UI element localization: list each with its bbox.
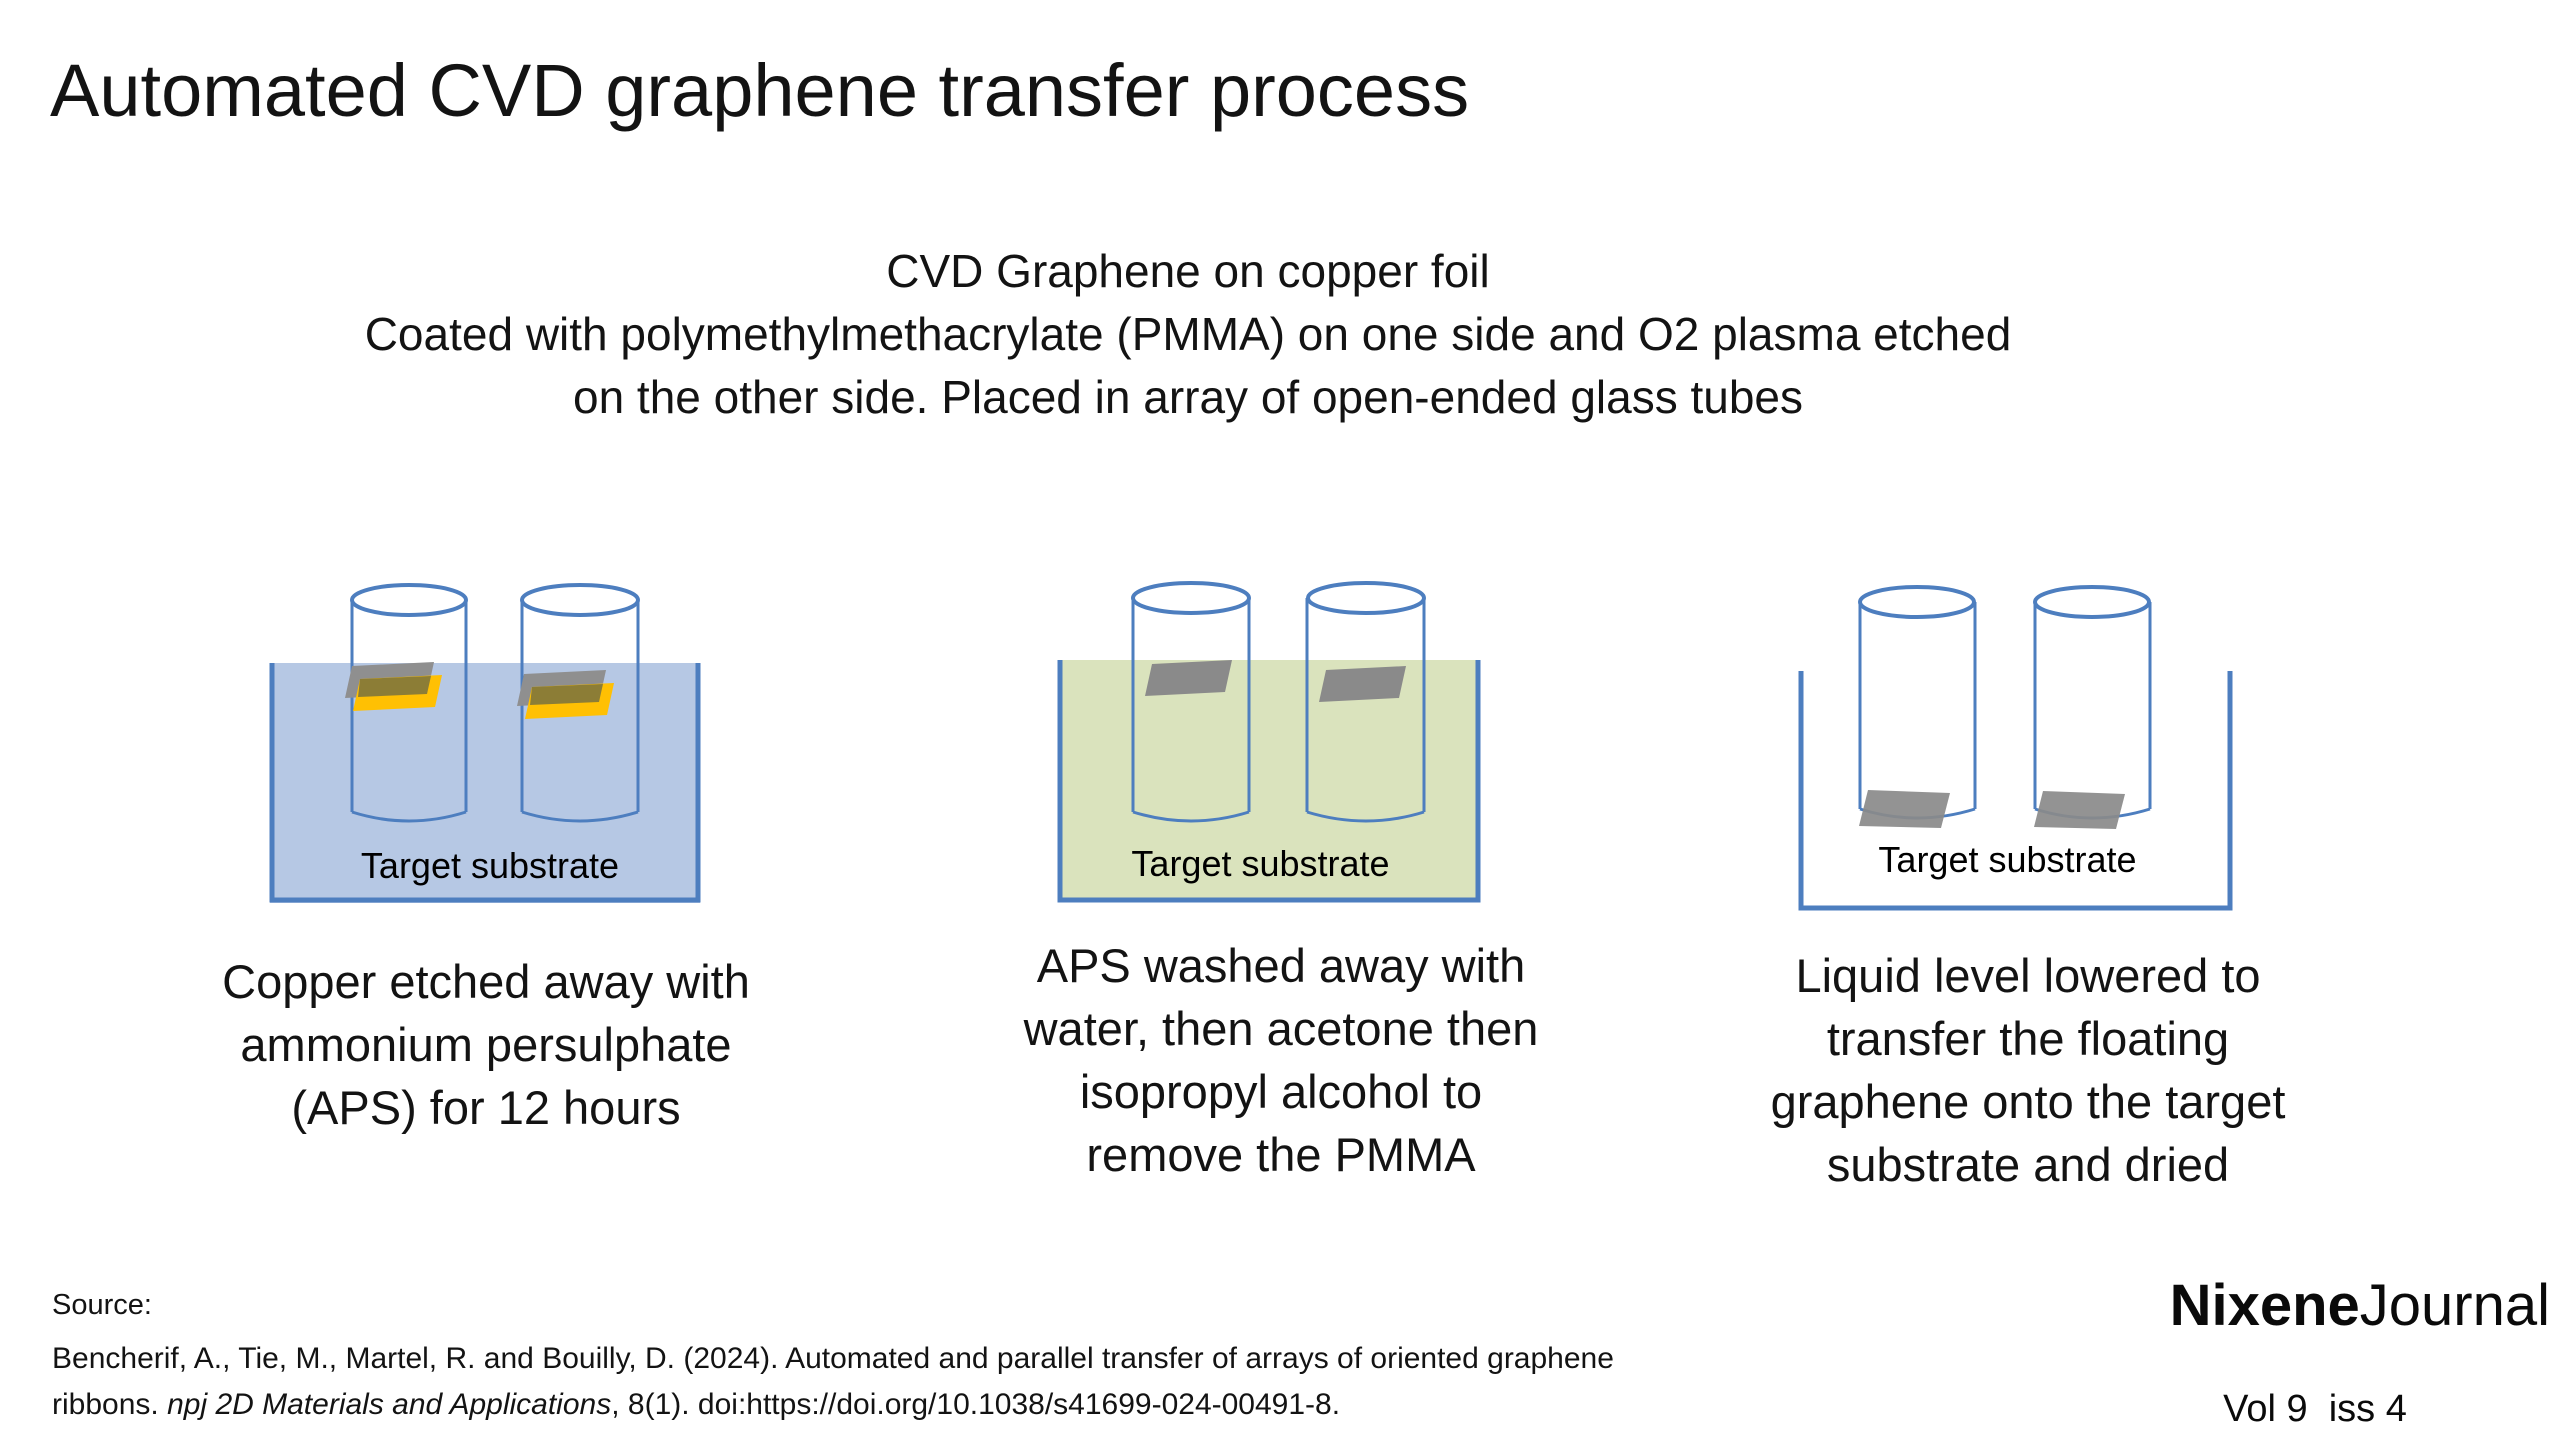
brand-issue: Vol 9 iss 4 xyxy=(2223,1388,2407,1430)
tube-bottom xyxy=(1132,810,1250,823)
glass-tube-1-left xyxy=(350,583,468,823)
citation-journal-name: npj 2D Materials and Applications xyxy=(167,1388,612,1421)
glass-tube-3-right xyxy=(2033,585,2152,820)
tube-mouth xyxy=(350,583,468,617)
tank-2-liquid xyxy=(1058,660,1478,902)
sample-overlap-layer xyxy=(358,676,431,697)
caption-etching-line-1: Copper etched away with xyxy=(222,955,750,1008)
caption-transfer-line-4: substrate and dried xyxy=(1826,1138,2230,1191)
brand-name-regular: Journal xyxy=(2359,1273,2550,1338)
caption-transfer: Liquid level lowered to transfer the flo… xyxy=(1678,944,2378,1196)
glass-tube-2-left xyxy=(1131,581,1251,823)
caption-washing: APS washed away with water, then acetone… xyxy=(931,934,1631,1186)
glass-tube-3-left xyxy=(1858,585,1977,820)
caption-washing-line-3: isopropyl alcohol to xyxy=(1079,1065,1483,1118)
target-substrate-3: Target substrate xyxy=(1810,828,2205,892)
tube-mouth xyxy=(1858,585,1976,619)
panel-1-diagram xyxy=(269,583,701,903)
graphene-sheet-left xyxy=(1145,660,1232,696)
caption-transfer-line-1: Liquid level lowered to xyxy=(1795,949,2261,1002)
tube-mouth xyxy=(1131,581,1251,615)
intro-line-1: CVD Graphene on copper foil xyxy=(886,245,1490,297)
glass-tube-1-right xyxy=(520,583,640,823)
tube-mouth xyxy=(1306,581,1426,615)
source-label: Source: xyxy=(52,1289,152,1321)
page-title: Automated CVD graphene transfer process xyxy=(50,49,1470,132)
sample-copper-pmma-left xyxy=(345,662,442,711)
target-substrate-3-label: Target substrate xyxy=(1878,839,2137,880)
source-citation-line-1: Bencherif, A., Tie, M., Martel, R. and B… xyxy=(52,1342,1614,1375)
intro-line-2: Coated with polymethylmethacrylate (PMMA… xyxy=(364,308,2012,360)
tube-bottom xyxy=(351,810,467,823)
target-substrate-1: Target substrate xyxy=(300,836,680,896)
panel-2-diagram xyxy=(1057,581,1481,903)
brand-name-bold: Nixene xyxy=(2169,1273,2360,1338)
caption-etching-line-3: (APS) for 12 hours xyxy=(291,1081,681,1134)
intro-line-3: on the other side. Placed in array of op… xyxy=(572,371,1804,423)
target-substrate-1-label: Target substrate xyxy=(360,845,620,886)
tank-1-border xyxy=(269,663,701,903)
tube-mouth xyxy=(2033,585,2151,619)
transferred-graphene-left xyxy=(1859,790,1950,828)
source-block: Source: Bencherif, A., Tie, M., Martel, … xyxy=(52,1282,1614,1428)
tube-bottom xyxy=(1306,810,1425,823)
caption-etching-line-2: ammonium persulphate xyxy=(240,1018,732,1071)
tank-3-border xyxy=(1798,671,2233,911)
tank-2-border xyxy=(1057,660,1481,903)
brand-wordmark: NixeneJournal xyxy=(2080,1272,2550,1339)
caption-transfer-line-2: transfer the floating xyxy=(1826,1012,2230,1065)
citation-doi: , 8(1). doi:https://doi.org/10.1038/s416… xyxy=(611,1388,1341,1421)
target-substrate-2-label: Target substrate xyxy=(1131,843,1390,884)
intro-text: CVD Graphene on copper foil Coated with … xyxy=(188,240,2188,429)
graphene-sheet-right xyxy=(1319,666,1406,702)
tube-bottom xyxy=(521,810,639,823)
sample-copper-pmma-right xyxy=(517,670,614,719)
caption-transfer-line-3: graphene onto the target xyxy=(1770,1075,2286,1128)
caption-etching: Copper etched away with ammonium persulp… xyxy=(136,950,836,1139)
transferred-graphene-right xyxy=(2034,791,2125,829)
caption-washing-line-4: remove the PMMA xyxy=(1086,1128,1476,1181)
target-substrate-2: Target substrate xyxy=(1069,834,1452,894)
caption-washing-line-1: APS washed away with xyxy=(1036,939,1526,992)
citation-prefix: ribbons. xyxy=(52,1388,168,1421)
caption-washing-line-2: water, then acetone then xyxy=(1023,1002,1539,1055)
sample-overlap-layer xyxy=(530,684,603,705)
tube-mouth xyxy=(520,583,640,617)
source-citation-line-2: ribbons. npj 2D Materials and Applicatio… xyxy=(52,1382,1614,1428)
panel-3-diagram xyxy=(1798,585,2233,911)
tank-1-liquid xyxy=(270,663,700,903)
glass-tube-2-right xyxy=(1305,581,1426,823)
